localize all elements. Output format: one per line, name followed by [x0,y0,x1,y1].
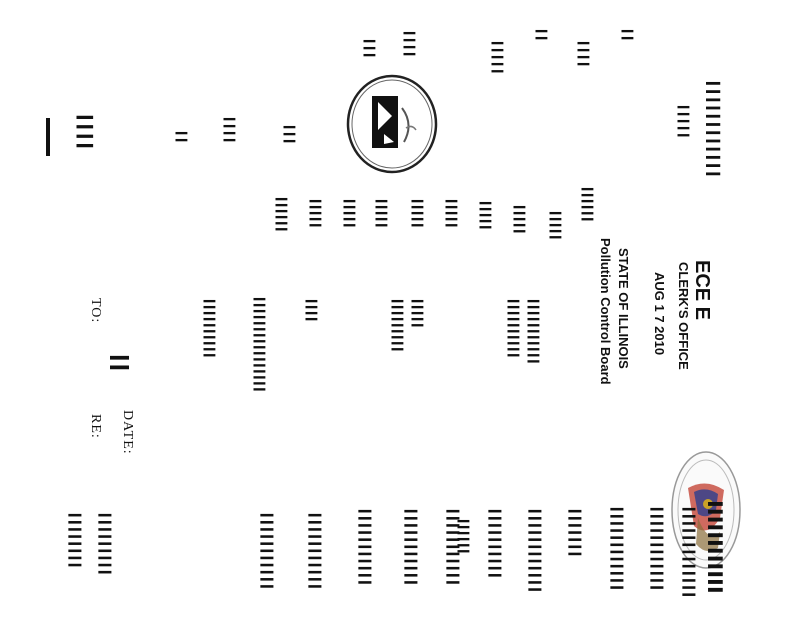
left-letterhead-title: ▍▍▍▍▍▍▍▍▍▍▍▍ [705,82,719,181]
roster-line-2: ▍▍▍▍▍ [548,212,559,243]
agency-header-line-2: ▍▍▍▍▍▍▍▍▍▍▍▍▍ [681,508,693,601]
agency-header-line-11: ▍▍▍▍▍▍▍▍▍▍▍ [307,514,319,593]
memo-line-7: ▍▍▍▍▍▍▍▍▍▍ [202,300,213,361]
agency-header-line-13: ▍▍▍▍▍▍▍▍▍ [97,514,109,579]
agency-header-line-7: ▍▍▍▍▍▍▍▍▍▍ [487,510,499,582]
memo-re-label: RE: [88,414,103,439]
agency-header-line-14: ▍▍▍▍▍▍▍▍ [67,514,79,571]
left-letterhead-7: ▍▍▍ [282,126,293,148]
left-letterhead-1: ▍▍ [620,30,631,45]
roster-line-1: ▍▍▍▍▍▍ [580,188,591,225]
memo-to-initials: ▍▍ [109,356,127,376]
left-letterhead-subtitle: ▍▍▍▍▍ [676,106,687,142]
left-letterhead-5: ▍▍▍▍ [402,32,413,61]
agency-header-line-4: ▍▍▍▍▍▍▍▍▍▍▍▍ [609,508,621,594]
agency-header-line-10: ▍▍▍▍▍▍▍▍▍▍▍ [357,510,369,589]
agency-header-line-1: ▌▌▌▌▌▌▌▌▌▌▌▌ [708,502,723,596]
roster-line-5: ▍▍▍▍▍ [444,200,455,231]
memo-line-1: ▍▍▍▍▍▍▍▍▍▍▍ [526,300,537,367]
agency-header-line-8: ▍▍▍▍▍▍▍▍▍▍▍ [445,510,457,589]
roster-line-10: ▍▍▍▍▍▍ [274,198,285,235]
stamp-board: Pollution Control Board [598,238,613,385]
left-letterhead-9: ▍▍ [174,132,185,147]
state-seal-icon [668,448,744,572]
stamp-state: STATE OF ILLINOIS [616,248,631,369]
left-letterhead-2: ▍▍▍▍ [576,42,587,71]
memo-line-3: ▍▍▍▍▍ [410,300,421,331]
left-letterhead-4: ▍▍▍▍▍ [490,42,501,78]
left-letterhead-6: ▍▍▍ [362,40,373,62]
memo-to-label: TO: [88,298,103,324]
memo-line-2: ▍▍▍▍▍▍▍▍▍▍ [506,300,517,361]
roster-line-8: ▍▍▍▍▍ [342,200,353,231]
left-letterhead-3: ▍▍ [534,30,545,45]
agency-header-line-12: ▍▍▍▍▍▍▍▍▍▍▍ [259,514,271,593]
roster-line-4: ▍▍▍▍▍ [478,202,489,233]
roster-line-9: ▍▍▍▍▍ [308,200,319,231]
roster-line-7: ▍▍▍▍▍ [374,200,385,231]
agency-header-line-6: ▍▍▍▍▍▍▍▍▍▍▍▍ [527,510,539,596]
stamp-office: CLERK'S OFFICE [676,262,691,370]
memo-line-6: ▍▍▍▍▍▍▍▍▍▍▍▍▍▍▍▍ [252,298,263,395]
agency-header-line-5: ▍▍▍▍▍▍▍ [567,510,579,560]
roster-line-3: ▍▍▍▍▍ [512,206,523,237]
agency-header-line-3: ▍▍▍▍▍▍▍▍▍▍▍▍ [649,508,661,594]
stamp-received: ECE E [691,260,713,321]
memo-right-line-1: ▍▍▍▍▍▍ [456,520,467,557]
roster-line-6: ▍▍▍▍▍ [410,200,421,231]
left-letterhead-8: ▍▍▍▍ [222,118,233,147]
footer-rule [46,118,50,156]
left-letterhead-footer: ▍▍▍▍ [75,116,91,154]
memo-date-label: DATE: [120,410,135,455]
stamp-date: AUG 1 7 2010 [652,272,667,356]
memo-line-5: ▍▍▍▍ [304,300,315,325]
agency-header-line-9: ▍▍▍▍▍▍▍▍▍▍▍ [403,510,415,589]
memo-line-4: ▍▍▍▍▍▍▍▍▍ [390,300,401,355]
board-seal-icon [344,72,440,176]
